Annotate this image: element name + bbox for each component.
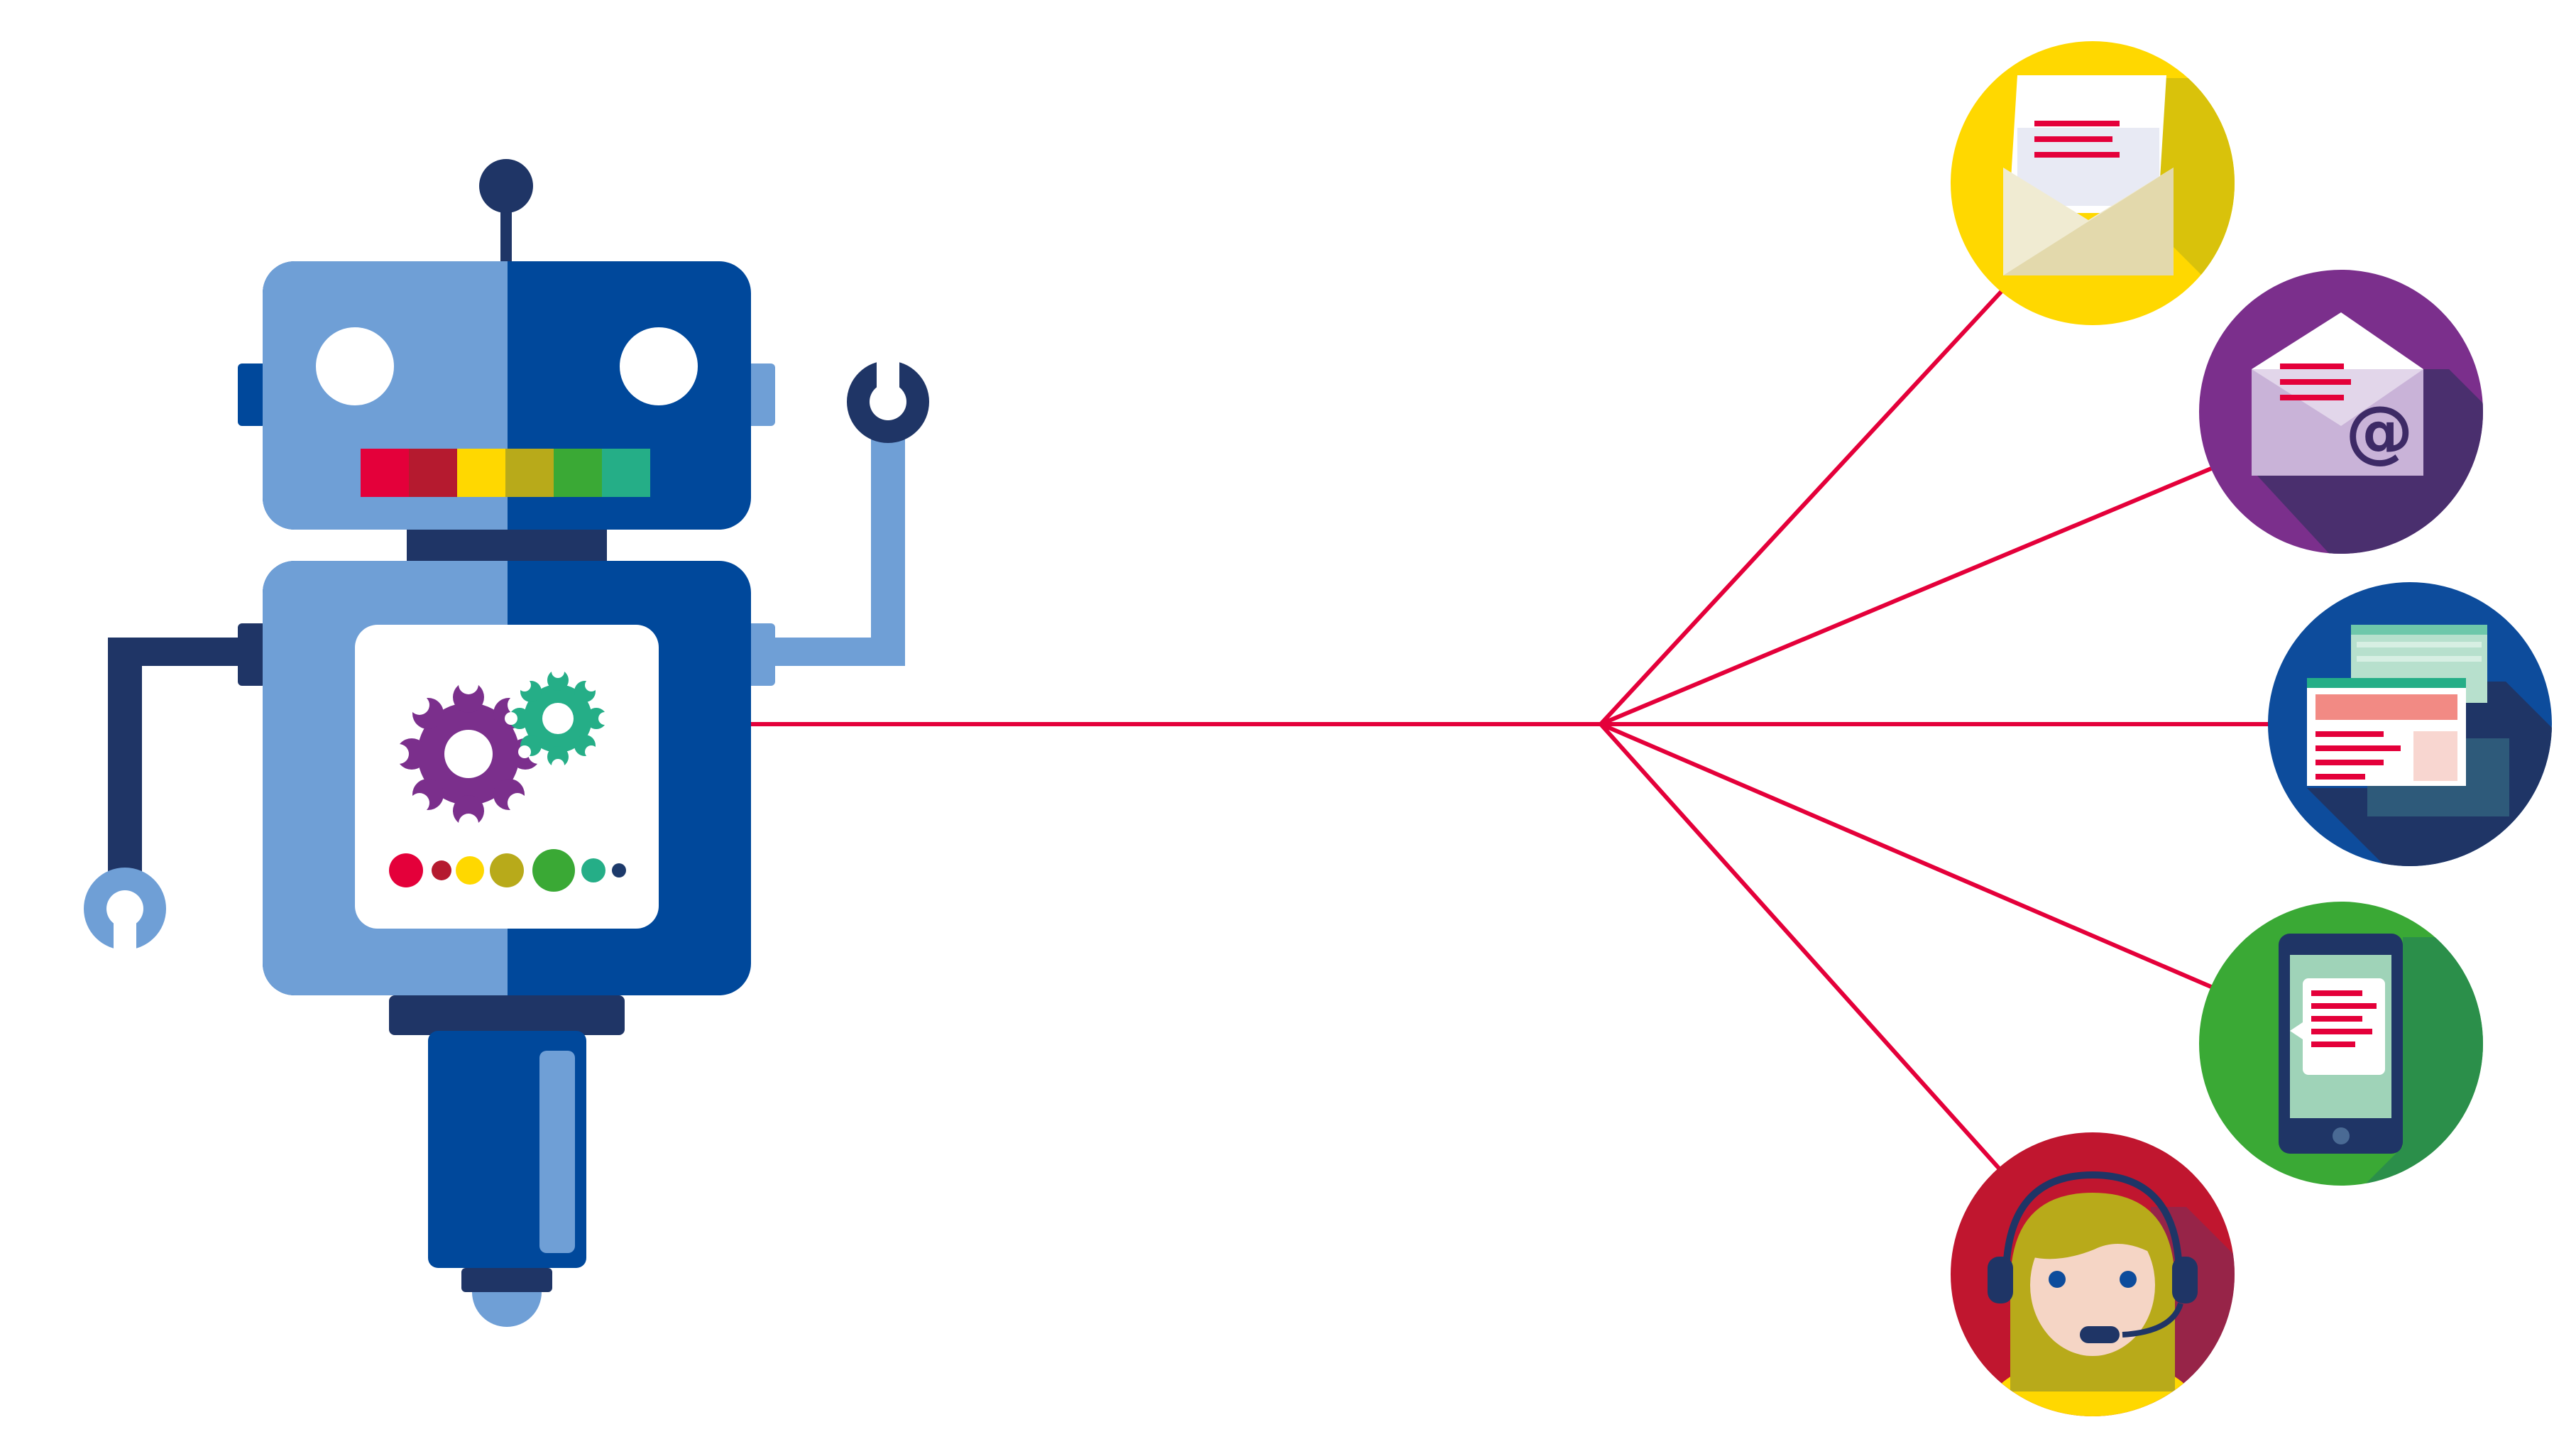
connector-lines [749,289,2271,1174]
mobile-chat-icon [2279,934,2403,1154]
robot-neck [407,530,607,561]
left-arm [84,623,266,952]
robot-body [263,561,751,995]
connector-letter [1599,289,2004,726]
mouth-segment [505,449,554,497]
agent-left-eye [2049,1271,2066,1288]
web-windows-icon [2307,625,2509,816]
robot-leg [389,995,625,1327]
status-dot [532,849,575,892]
status-dot [581,858,605,882]
mouth-segment [554,449,602,497]
mouth-segment [361,449,409,497]
mouth-segment [409,449,457,497]
headset-icon [2002,1171,2183,1279]
connector-mobile [1599,722,2213,989]
status-dot [490,853,524,887]
call-center-agent-icon [1986,1171,2199,1416]
channel-call-center [1951,1132,2235,1416]
left-eye [316,327,394,405]
status-dot [456,856,484,885]
right-arm [747,359,929,686]
left-claw-icon [84,868,166,952]
mouth-segment [457,449,505,497]
left-ear [238,363,266,426]
right-eye [620,327,698,405]
robot-head [263,261,751,530]
channel-mobile [2199,902,2483,1186]
teal-gear-icon [505,665,611,772]
connector-call-center [1599,722,2004,1174]
letter-envelope-icon [2003,75,2174,275]
svg-text:@: @ [2345,391,2413,471]
mouth-segment [602,449,650,497]
chest-status-dots [389,849,626,892]
channel-web [2268,582,2552,866]
status-dot [612,863,626,877]
channel-letter [1951,41,2235,325]
robot-mouth [361,449,650,497]
status-dot [389,853,423,887]
right-claw-icon [847,359,929,443]
agent-right-eye [2120,1271,2137,1288]
antenna [479,159,533,263]
right-ear [747,363,775,426]
status-dot [432,860,451,880]
email-at-icon: @ [2252,312,2423,476]
channel-email: @ [2199,270,2483,554]
connector-email [1599,466,2213,726]
robot-icon [84,159,929,1327]
